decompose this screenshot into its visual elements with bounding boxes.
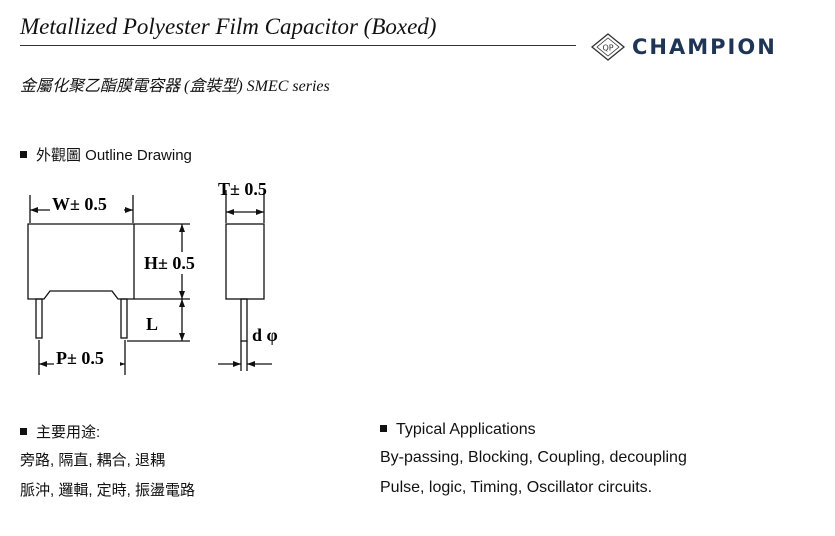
title-rule [20,45,576,46]
thickness-label: T± 0.5 [218,179,267,199]
height-label: H± 0.5 [144,253,195,273]
page-subtitle: 金屬化聚乙酯膜電容器 (盒裝型) SMEC series [20,78,330,95]
en-applications-line: By-passing, Blocking, Coupling, decoupli… [380,449,687,466]
lead-diameter-label: d φ [252,325,278,345]
page-title: Metallized Polyester Film Capacitor (Box… [20,14,437,39]
outline-heading: 外觀圖 Outline Drawing [20,144,192,165]
qp-diamond-icon: QP [590,33,626,61]
zh-applications-line: 旁路, 隔直, 耦合, 退耦 [20,452,166,469]
pitch-label: P± 0.5 [56,348,104,368]
outline-drawing: W± 0.5 H± 0.5 L P± 0.5 T± 0.5 d φ [27,179,278,375]
svg-text:QP: QP [602,44,613,53]
en-applications-line: Pulse, logic, Timing, Oscillator circuit… [380,479,653,496]
champion-logo: QP CHAMPION [590,33,826,61]
logo-wordmark: CHAMPION [632,35,777,59]
en-applications-heading: Typical Applications [380,421,536,439]
lead-length-label: L [146,314,158,334]
width-label: W± 0.5 [52,194,107,214]
zh-applications-line: 脈沖, 邏輯, 定時, 振盪電路 [20,482,196,499]
zh-applications-heading: 主要用途: [20,421,100,442]
